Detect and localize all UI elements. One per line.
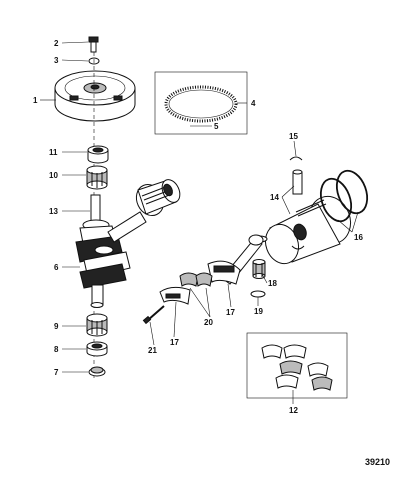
callout-14: 14 bbox=[270, 193, 279, 202]
callout-10: 10 bbox=[49, 171, 58, 180]
thrust-washer bbox=[250, 290, 266, 298]
callout-9: 9 bbox=[54, 322, 59, 331]
piston-rings bbox=[319, 169, 369, 223]
callout-20: 20 bbox=[204, 318, 213, 327]
rod-cap bbox=[159, 286, 191, 305]
callout-12: 12 bbox=[289, 406, 298, 415]
leader-lines bbox=[40, 41, 359, 404]
lower-roller-bearing bbox=[86, 313, 108, 337]
upper-seal bbox=[87, 145, 109, 164]
callout-2: 2 bbox=[54, 39, 59, 48]
callout-19: 19 bbox=[254, 307, 263, 316]
wrist-pin-lock-ring bbox=[289, 156, 303, 161]
retaining-ring bbox=[88, 366, 106, 377]
callout-4: 4 bbox=[251, 99, 256, 108]
wrist-pin bbox=[292, 169, 303, 195]
callout-16: 16 bbox=[354, 233, 363, 242]
piston bbox=[264, 195, 352, 265]
callout-5: 5 bbox=[214, 122, 219, 131]
callout-11: 11 bbox=[49, 148, 58, 157]
bearing-set-box bbox=[246, 332, 348, 399]
connecting-rod bbox=[207, 234, 264, 285]
callout-8: 8 bbox=[54, 345, 59, 354]
flywheel-screw bbox=[88, 36, 99, 53]
wrist-pin-lock-ring-lower bbox=[291, 245, 305, 250]
crankshaft bbox=[75, 194, 131, 308]
ring-gear-box bbox=[154, 71, 248, 135]
callout-18: 18 bbox=[268, 279, 277, 288]
callout-17-cap: 17 bbox=[170, 338, 179, 347]
figure-number: 39210 bbox=[365, 457, 391, 467]
callout-6: 6 bbox=[54, 263, 59, 272]
callout-labels: 2 3 1 4 5 11 10 13 6 9 8 7 15 14 16 18 1… bbox=[33, 39, 363, 415]
callout-15: 15 bbox=[289, 132, 298, 141]
bearing-cages bbox=[179, 272, 213, 287]
installed-piston bbox=[107, 179, 181, 243]
callout-17-rod: 17 bbox=[226, 308, 235, 317]
callout-21: 21 bbox=[148, 346, 157, 355]
flywheel bbox=[54, 70, 136, 122]
callout-13: 13 bbox=[49, 207, 58, 216]
callout-7: 7 bbox=[54, 368, 59, 377]
rod-bolt bbox=[142, 305, 165, 325]
lower-seal bbox=[86, 341, 108, 357]
callout-3: 3 bbox=[54, 56, 59, 65]
callout-1: 1 bbox=[33, 96, 38, 105]
upper-roller-bearing bbox=[86, 165, 108, 190]
needle-bearing bbox=[252, 259, 266, 279]
